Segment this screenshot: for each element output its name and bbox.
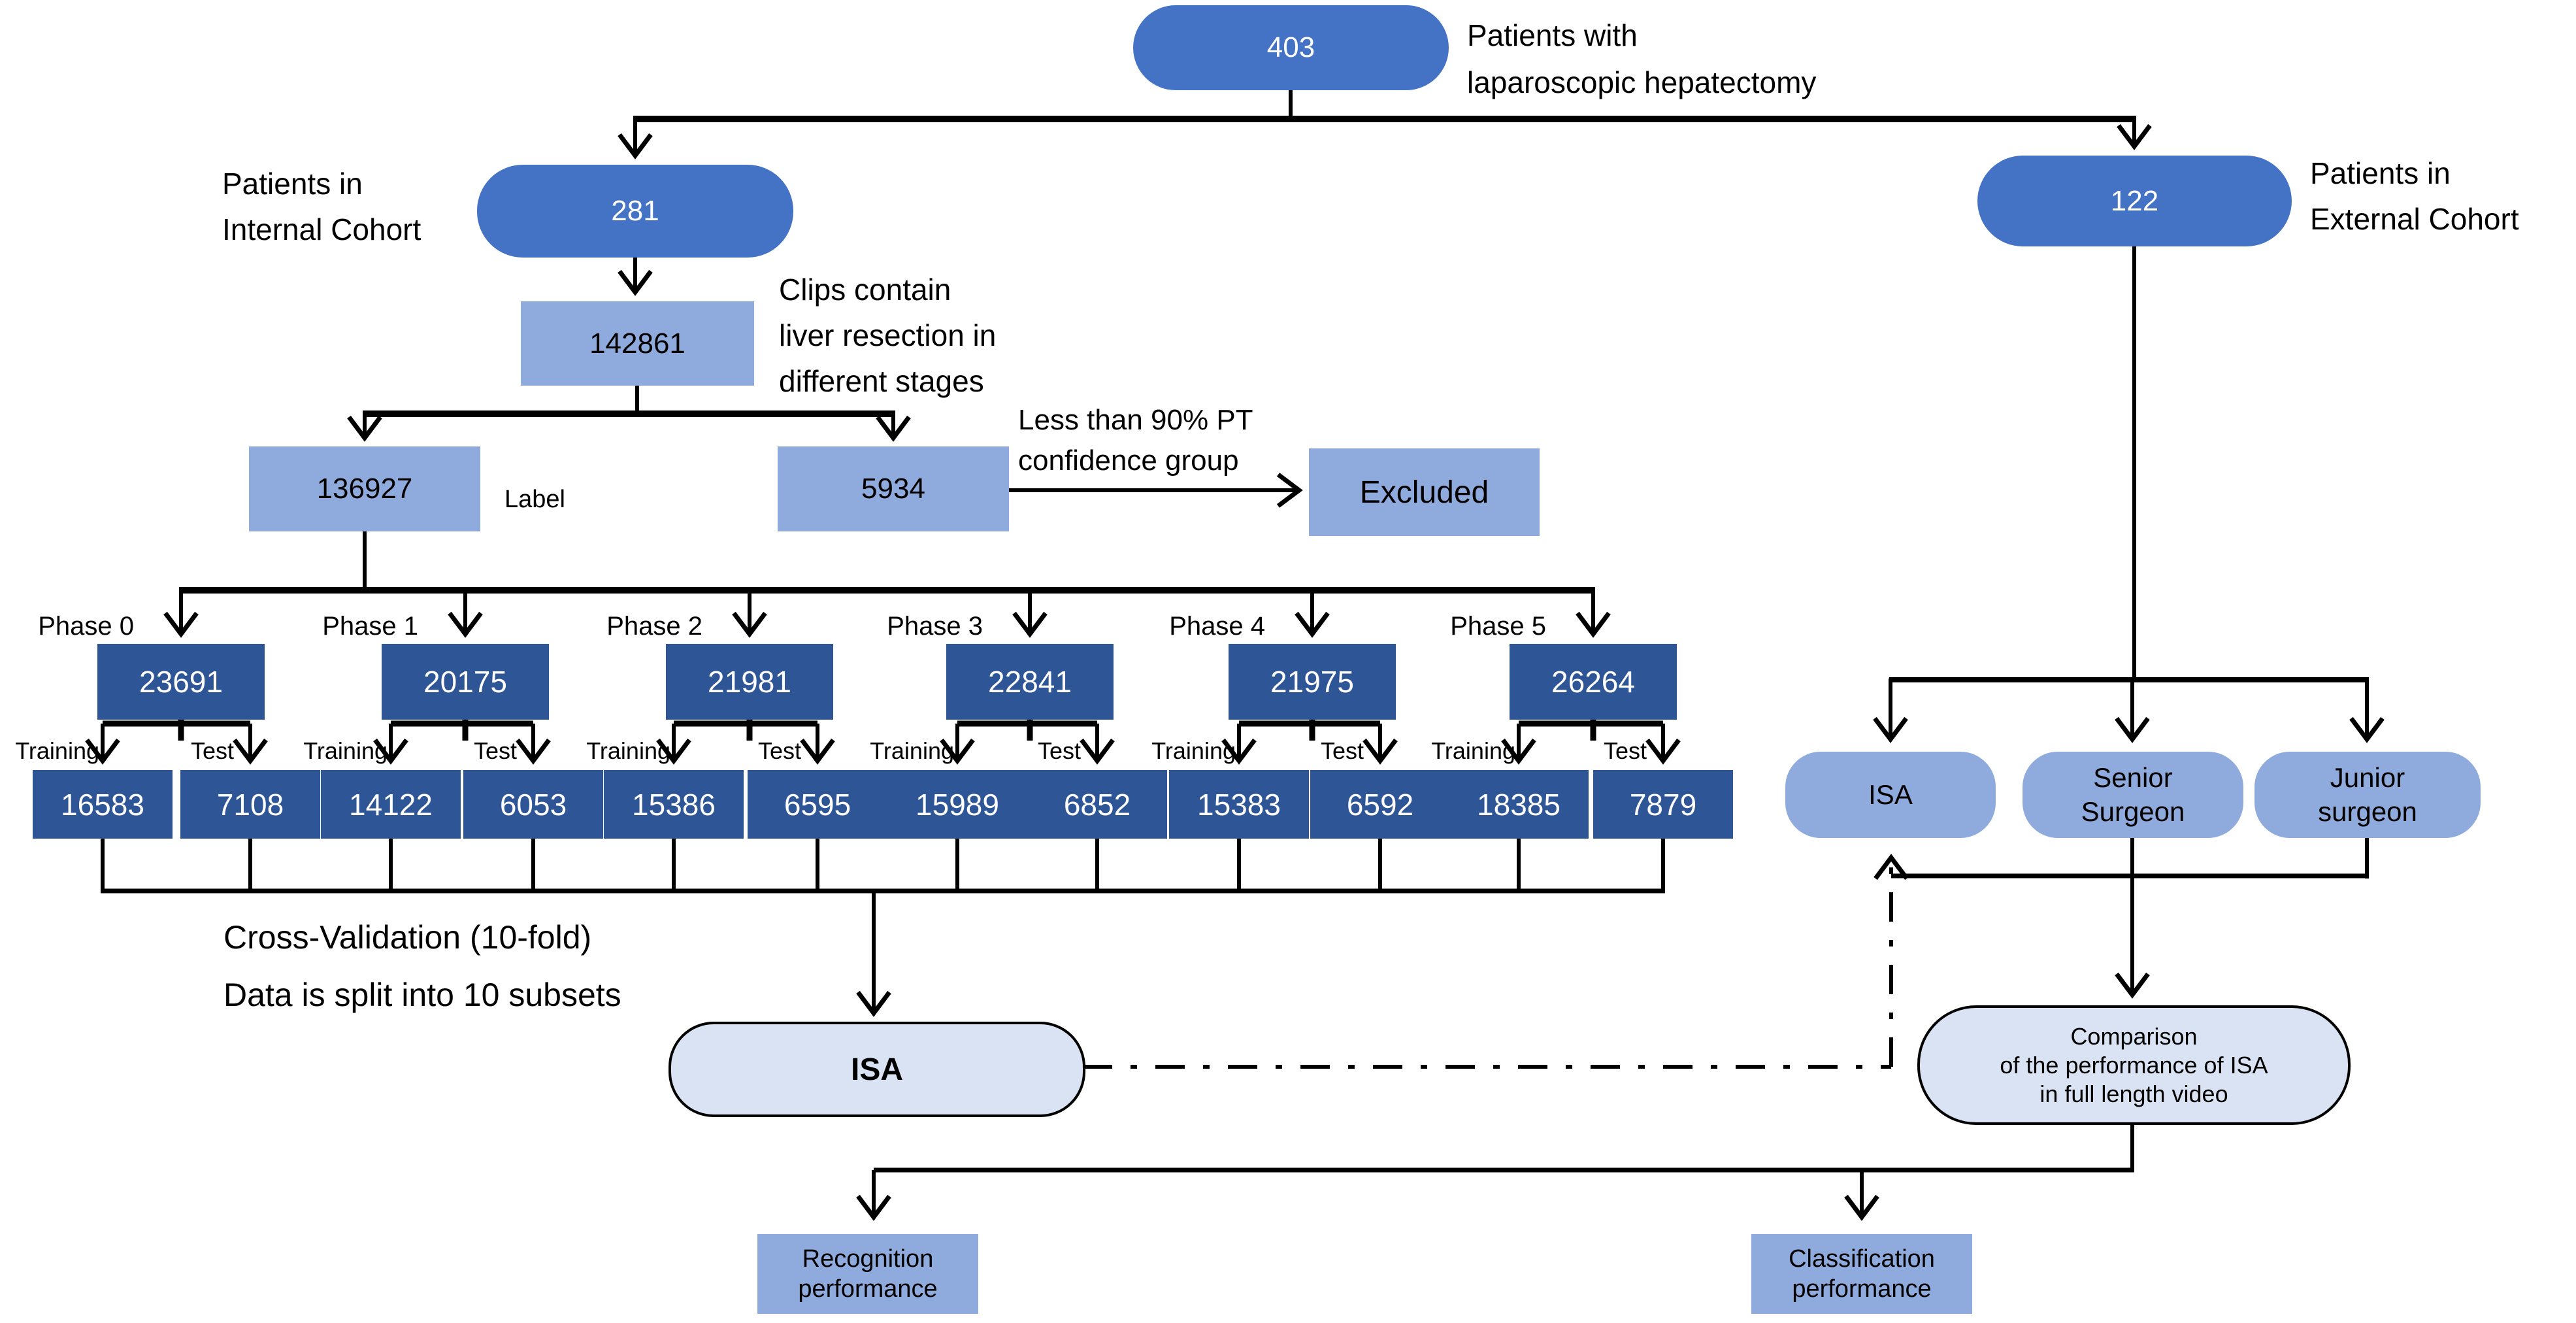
test-label: Test xyxy=(1037,737,1081,764)
test-label: Test xyxy=(1320,737,1364,764)
phase-2-total-box: 21981 xyxy=(666,644,833,720)
root-count-pill: 403 xyxy=(1133,5,1449,90)
phase-3-test-box: 6852 xyxy=(1027,770,1167,839)
phase-1-label: Phase 1 xyxy=(322,612,418,641)
internal-cohort-label: Patients in Internal Cohort xyxy=(222,167,421,246)
phase-4-test-box: 6592 xyxy=(1310,770,1450,839)
phase-3-total-box: 22841 xyxy=(946,644,1114,720)
phase-4-training-box: 15383 xyxy=(1169,770,1309,839)
phase-3-label: Phase 3 xyxy=(887,612,983,641)
external-cohort-label: Patients in External Cohort xyxy=(2310,156,2519,236)
labeled-count-box: 136927 xyxy=(249,446,480,531)
training-label: Training xyxy=(15,737,99,764)
recognition-performance-box: Recognition performance xyxy=(757,1234,978,1314)
training-label: Training xyxy=(870,737,954,764)
training-label: Training xyxy=(1431,737,1515,764)
test-label: Test xyxy=(757,737,801,764)
low-confidence-count-box: 5934 xyxy=(778,446,1009,531)
isa-model-pill: ISA xyxy=(669,1022,1085,1117)
comparison-pill: Comparison of the performance of ISA in … xyxy=(1917,1005,2351,1125)
phase-5-total-box: 26264 xyxy=(1510,644,1677,720)
phase-0-label: Phase 0 xyxy=(38,612,134,641)
phase-1-test-box: 6053 xyxy=(463,770,603,839)
low-confidence-note: Less than 90% PT confidence group xyxy=(1018,404,1253,477)
rater-senior-surgeon-pill: Senior Surgeon xyxy=(2023,752,2243,838)
phase-5-label: Phase 5 xyxy=(1450,612,1546,641)
phase-5-training-box: 18385 xyxy=(1449,770,1589,839)
phase-1-training-box: 14122 xyxy=(321,770,461,839)
training-label: Training xyxy=(303,737,388,764)
label-tag: Label xyxy=(504,486,565,513)
rater-isa-pill: ISA xyxy=(1785,752,1996,838)
cross-validation-note: Cross-Validation (10-fold) Data is split… xyxy=(223,919,621,1013)
test-label: Test xyxy=(473,737,517,764)
training-label: Training xyxy=(1151,737,1236,764)
excluded-box: Excluded xyxy=(1309,448,1540,536)
phase-0-training-box: 16583 xyxy=(33,770,173,839)
clips-count-box: 142861 xyxy=(521,301,754,386)
phase-0-total-box: 23691 xyxy=(97,644,265,720)
phase-5-test-box: 7879 xyxy=(1593,770,1733,839)
external-cohort-pill: 122 xyxy=(1977,156,2292,246)
rater-junior-surgeon-pill: Junior surgeon xyxy=(2254,752,2481,838)
internal-cohort-pill: 281 xyxy=(477,165,793,258)
phase-2-training-box: 15386 xyxy=(604,770,744,839)
clips-note: Clips contain liver resection in differe… xyxy=(779,273,997,398)
edges-group xyxy=(85,90,2385,1221)
phase-3-training-box: 15989 xyxy=(887,770,1027,839)
phase-4-total-box: 21975 xyxy=(1229,644,1396,720)
test-label: Test xyxy=(1603,737,1647,764)
root-label: Patients with laparoscopic hepatectomy xyxy=(1467,18,1817,99)
phase-4-label: Phase 4 xyxy=(1169,612,1265,641)
classification-performance-box: Classification performance xyxy=(1751,1234,1972,1314)
phase-0-test-box: 7108 xyxy=(180,770,320,839)
test-label: Test xyxy=(190,737,234,764)
phase-1-total-box: 20175 xyxy=(382,644,549,720)
phase-2-label: Phase 2 xyxy=(606,612,702,641)
phase-2-test-box: 6595 xyxy=(748,770,887,839)
training-label: Training xyxy=(586,737,670,764)
